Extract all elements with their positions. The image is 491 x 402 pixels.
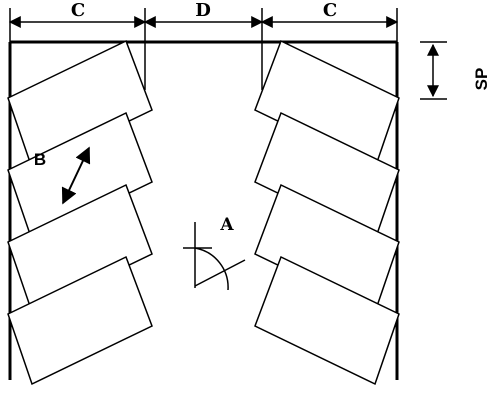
left-stall-row [7, 39, 153, 386]
right-stall-4 [254, 255, 400, 386]
left-stall-4 [7, 255, 153, 386]
b-dimension [61, 146, 91, 205]
extension-lines [9, 8, 398, 90]
angle-a-indicator [183, 222, 246, 291]
label-sp: SP [472, 68, 491, 91]
label-a: A [219, 215, 234, 235]
label-d-center: D [195, 0, 211, 21]
dimension-labels: C D C SP B A [34, 0, 491, 235]
label-b: B [34, 150, 46, 169]
right-stall-row [254, 39, 400, 386]
sp-dimension [420, 41, 447, 100]
label-c-right: C [323, 0, 337, 21]
right-stall-2 [254, 111, 400, 242]
right-stall-3 [254, 183, 400, 314]
right-stall-1 [254, 39, 400, 170]
left-stall-1 [7, 39, 153, 170]
label-c-left: C [71, 0, 85, 21]
